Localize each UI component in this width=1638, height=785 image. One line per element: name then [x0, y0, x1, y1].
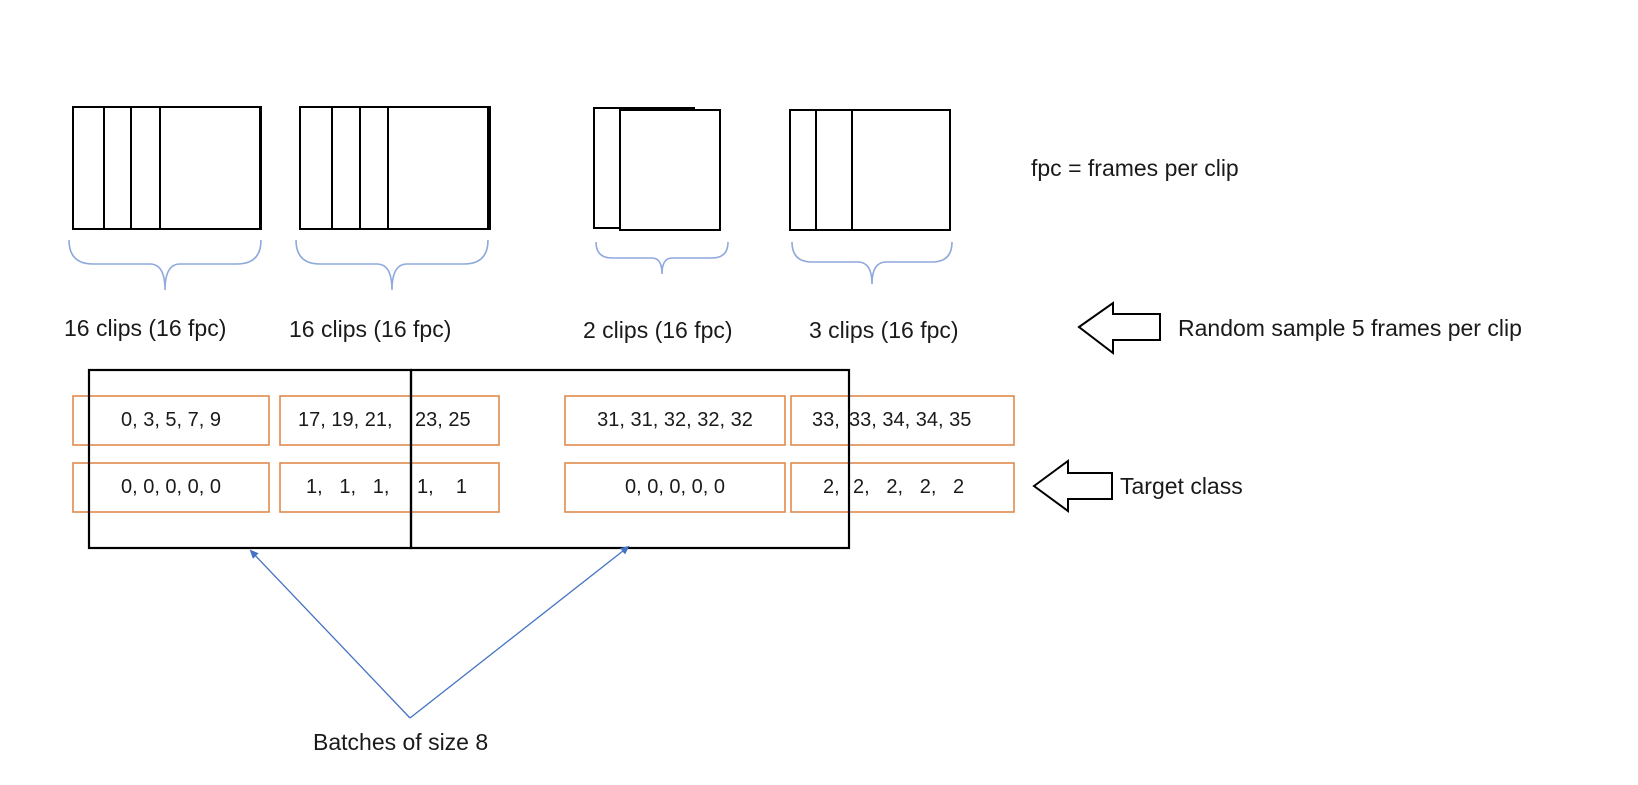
class-box-g4 — [790, 462, 1015, 513]
batch-pointers — [249, 545, 630, 719]
group-2-label: 16 clips (16 fpc) — [289, 316, 452, 342]
class-box-g1 — [72, 462, 270, 513]
class-cell-g2-right: 1, 1 — [417, 476, 468, 498]
batches-note: Batches of size 8 — [313, 729, 489, 755]
frames-box-g1 — [72, 395, 270, 446]
class-cell-g4-right: 2, 2, 2, 2 — [853, 476, 965, 498]
brace-2 — [295, 239, 489, 291]
brace-1 — [68, 239, 262, 291]
pointer-to-batch-2 — [409, 545, 630, 719]
brace-3 — [595, 241, 729, 275]
class-cell-g2-left: 1, 1, 1, — [306, 476, 390, 498]
frame-sheet — [619, 109, 721, 231]
batch-2-outline — [409, 368, 851, 550]
frames-box-g4 — [790, 395, 1015, 446]
frames-cell-g2-left: 17, 19, 21, — [298, 409, 393, 431]
clip-stack-2 — [299, 106, 491, 230]
frames-cell-g3: 31, 31, 32, 32, 32 — [597, 409, 753, 431]
clip-stack-4 — [789, 109, 951, 231]
group-4-label: 3 clips (16 fpc) — [809, 317, 959, 343]
frames-cell-g4-left: 33, — [812, 409, 840, 431]
batch-outlines — [87, 368, 851, 550]
value-boxes — [72, 395, 1015, 513]
class-cell-g4-left: 2, — [823, 476, 840, 498]
group-3-label: 2 clips (16 fpc) — [583, 317, 733, 343]
braces — [68, 239, 953, 291]
class-box-g3 — [564, 462, 786, 513]
frames-cell-g2-right: 23, 25 — [415, 409, 471, 431]
brace-4 — [791, 241, 953, 285]
fpc-legend: fpc = frames per clip — [1031, 155, 1239, 181]
frames-box-g3 — [564, 395, 786, 446]
target-class-note: Target class — [1120, 473, 1243, 499]
clip-stack-1 — [72, 106, 262, 230]
class-cell-g1: 0, 0, 0, 0, 0 — [120, 476, 222, 498]
clip-stack-3 — [593, 107, 721, 231]
target-arrow-icon — [1032, 459, 1113, 513]
frame-sheet — [387, 106, 489, 230]
random-sample-note: Random sample 5 frames per clip — [1178, 315, 1522, 341]
frame-sheet — [851, 109, 951, 231]
frames-box-g2 — [279, 395, 500, 446]
frames-cell-g1: 0, 3, 5, 7, 9 — [120, 409, 222, 431]
group-1-label: 16 clips (16 fpc) — [64, 315, 227, 341]
class-cell-g3: 0, 0, 0, 0, 0 — [624, 476, 726, 498]
class-box-g2 — [279, 462, 500, 513]
sample-arrow-icon — [1077, 301, 1161, 356]
frame-sheet — [159, 106, 261, 230]
pointer-to-batch-1 — [249, 549, 411, 719]
frames-cell-g4-right: 33, 34, 34, 35 — [849, 409, 972, 431]
